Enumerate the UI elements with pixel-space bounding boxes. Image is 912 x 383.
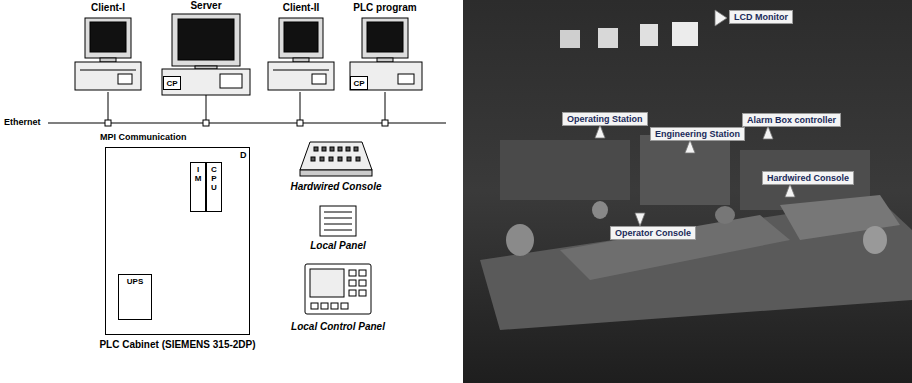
computer: Client-I xyxy=(67,2,149,97)
node-text: Operating Station xyxy=(567,114,643,124)
node-text: CPU xyxy=(210,166,218,211)
computer: Client-II xyxy=(260,2,342,97)
node-text: Hardwired Console xyxy=(275,181,397,192)
label-text: D xyxy=(240,150,247,160)
node-text: LCD Monitor xyxy=(734,12,788,22)
server: ServerCP xyxy=(155,0,257,98)
node-text: Server xyxy=(155,0,257,11)
callout-box: LCD Monitor xyxy=(729,10,793,24)
node-text: CP xyxy=(166,79,177,88)
callout-box: Alarm Box controller xyxy=(742,113,841,127)
module-slot: IM xyxy=(190,162,206,212)
local-panel: Local Panel xyxy=(300,204,376,251)
node-text: Alarm Box controller xyxy=(747,115,836,125)
cp-card: CP xyxy=(350,76,368,90)
node-text: IM xyxy=(194,166,202,211)
callout-box: Operator Console xyxy=(610,226,696,240)
callout-box: Engineering Station xyxy=(650,127,745,141)
node-text: UPS xyxy=(119,277,151,286)
node-text: Client-II xyxy=(260,2,342,13)
local-control-panel: Local Control Panel xyxy=(283,262,393,332)
plc-cabinet: PLC Cabinet (SIEMENS 315-2DP)IMCPUUPS xyxy=(105,147,250,335)
node-text: PLC program xyxy=(342,2,428,13)
label-text: Ethernet xyxy=(4,117,41,127)
hardwired-console: Hardwired Console xyxy=(285,140,387,192)
callout-box: Hardwired Console xyxy=(762,171,854,185)
bus-taps xyxy=(105,92,388,126)
node-text: Engineering Station xyxy=(655,129,740,139)
callout-box: Operating Station xyxy=(562,112,648,126)
ups-box: UPS xyxy=(118,274,152,320)
node-text: Local Panel xyxy=(290,240,386,251)
module-slot: CPU xyxy=(206,162,222,212)
cp-card: CP xyxy=(163,76,181,90)
control-panel-icon xyxy=(305,264,371,314)
label-text: MPI Communication xyxy=(100,132,187,142)
console-icon xyxy=(300,142,372,176)
node-text: CP xyxy=(353,79,364,88)
computer-icons xyxy=(75,14,422,95)
node-text: Operator Console xyxy=(615,228,691,238)
node-text: Client-I xyxy=(67,2,149,13)
control-room-photo xyxy=(463,0,912,383)
node-text: Hardwired Console xyxy=(767,173,849,183)
node-text: Local Control Panel xyxy=(273,321,403,332)
computer: PLC programCP xyxy=(342,2,428,97)
local-panel-icon xyxy=(320,206,356,236)
node-text: PLC Cabinet (SIEMENS 315-2DP) xyxy=(91,339,264,350)
